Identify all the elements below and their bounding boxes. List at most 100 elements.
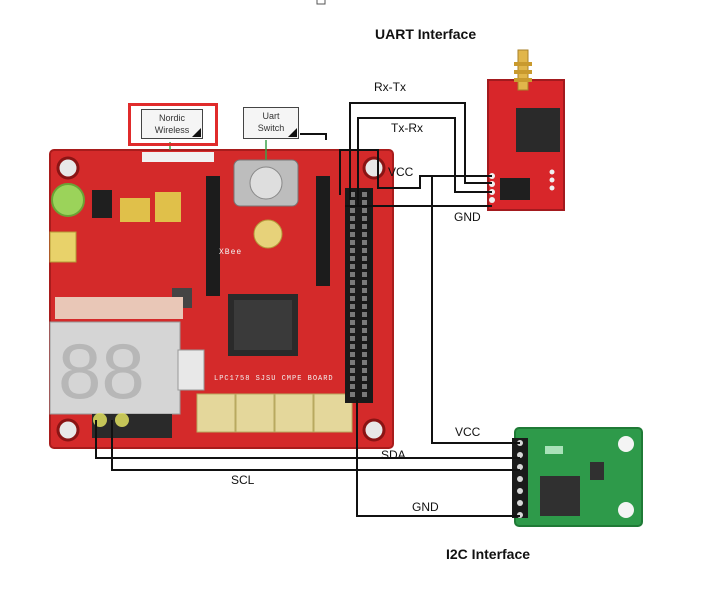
header-pin xyxy=(362,360,367,365)
xbee-header-left xyxy=(206,176,220,296)
jst-connector xyxy=(500,178,530,200)
header-pin xyxy=(350,376,355,381)
header-pin xyxy=(362,224,367,229)
header-pin xyxy=(350,392,355,397)
header-pin xyxy=(350,352,355,357)
xbee-label: XBee xyxy=(219,248,243,257)
label-sda: SDA xyxy=(381,448,406,462)
header-pin xyxy=(350,232,355,237)
header-pin xyxy=(362,256,367,261)
usb-connector xyxy=(49,231,77,263)
wire-uart-vcc xyxy=(339,149,492,195)
label-i2c-vcc: VCC xyxy=(455,425,481,439)
header-pin xyxy=(350,280,355,285)
side-connector xyxy=(177,349,205,391)
push-button xyxy=(274,393,314,433)
header-pin xyxy=(350,200,355,205)
push-button xyxy=(196,393,236,433)
potentiometer xyxy=(51,183,85,217)
header-pin xyxy=(350,240,355,245)
header-pin xyxy=(362,208,367,213)
callout-corner-icon xyxy=(192,128,201,137)
crystal xyxy=(253,219,283,249)
label-scl: SCL xyxy=(231,473,255,487)
header-pin xyxy=(362,280,367,285)
callout-corner-icon xyxy=(288,128,297,137)
uart-callout-line2: Switch xyxy=(257,123,285,133)
wire-i2c-vcc xyxy=(431,176,520,444)
nordic-callout-line2: Wireless xyxy=(154,125,190,135)
header-pin xyxy=(362,232,367,237)
header-pin xyxy=(362,368,367,373)
svg-text:88: 88 xyxy=(58,327,145,415)
top-marker xyxy=(316,0,326,5)
uart-switch-leader xyxy=(300,133,327,140)
push-button xyxy=(313,393,353,433)
header-pin xyxy=(350,248,355,253)
header-pin xyxy=(350,312,355,317)
wire-sda xyxy=(95,420,520,459)
header-pin xyxy=(362,240,367,245)
mount-hole xyxy=(362,418,386,442)
i2c-module xyxy=(512,427,643,527)
label-uart-gnd: GND xyxy=(454,210,481,224)
nordic-header xyxy=(142,152,214,162)
header-pin xyxy=(350,368,355,373)
push-button xyxy=(235,393,275,433)
header-pin xyxy=(350,296,355,301)
mount-hole xyxy=(56,418,80,442)
header-pin xyxy=(350,320,355,325)
header-pin xyxy=(350,360,355,365)
rf-chip xyxy=(516,108,560,152)
header-pin xyxy=(362,264,367,269)
wire-scl xyxy=(111,420,520,471)
wire-tx-rx xyxy=(357,117,492,205)
mount-hole xyxy=(362,156,386,180)
i2c-interface-heading: I2C Interface xyxy=(446,546,531,562)
nordic-callout-line1: Nordic xyxy=(158,113,185,123)
header-pin xyxy=(362,192,367,197)
wire-rx-tx xyxy=(349,102,492,200)
header-pin xyxy=(350,224,355,229)
header-pin xyxy=(350,288,355,293)
header-pin xyxy=(362,376,367,381)
nordic-wireless-callout: Nordic Wireless xyxy=(141,109,203,139)
header-pin xyxy=(350,344,355,349)
mount-hole xyxy=(56,156,80,180)
header-pin xyxy=(350,272,355,277)
header-pin xyxy=(362,312,367,317)
capacitor xyxy=(155,192,181,222)
pin-header-icon xyxy=(345,188,373,403)
label-uart-vcc: VCC xyxy=(388,165,414,179)
uart-callout-line1: Uart xyxy=(262,111,280,121)
header-pin xyxy=(362,344,367,349)
header-pin xyxy=(350,336,355,341)
label-rx-tx: Rx-Tx xyxy=(374,80,406,94)
header-pin xyxy=(350,384,355,389)
label-tx-rx: Tx-Rx xyxy=(391,121,423,135)
uart-module xyxy=(487,49,565,211)
header-pin xyxy=(362,248,367,253)
label-i2c-gnd: GND xyxy=(412,500,439,514)
board-silkscreen: LPC1758 SJSU CMPE BOARD xyxy=(214,375,334,383)
header-pin xyxy=(362,352,367,357)
header-pin xyxy=(362,272,367,277)
nordic-callout-frame xyxy=(128,103,218,146)
header-pin xyxy=(362,384,367,389)
led-strip xyxy=(55,297,183,319)
regulator xyxy=(92,190,112,218)
header-pin xyxy=(362,328,367,333)
wires xyxy=(95,102,520,517)
header-pin xyxy=(362,288,367,293)
uart-switch-callout: Uart Switch xyxy=(243,107,299,139)
sensor-chip xyxy=(540,476,580,516)
main-board: 88 xyxy=(49,149,394,449)
header-pin xyxy=(350,328,355,333)
header-pin xyxy=(362,200,367,205)
header-pin xyxy=(362,216,367,221)
header-pin xyxy=(350,216,355,221)
header-pin xyxy=(362,304,367,309)
header-pin xyxy=(362,392,367,397)
